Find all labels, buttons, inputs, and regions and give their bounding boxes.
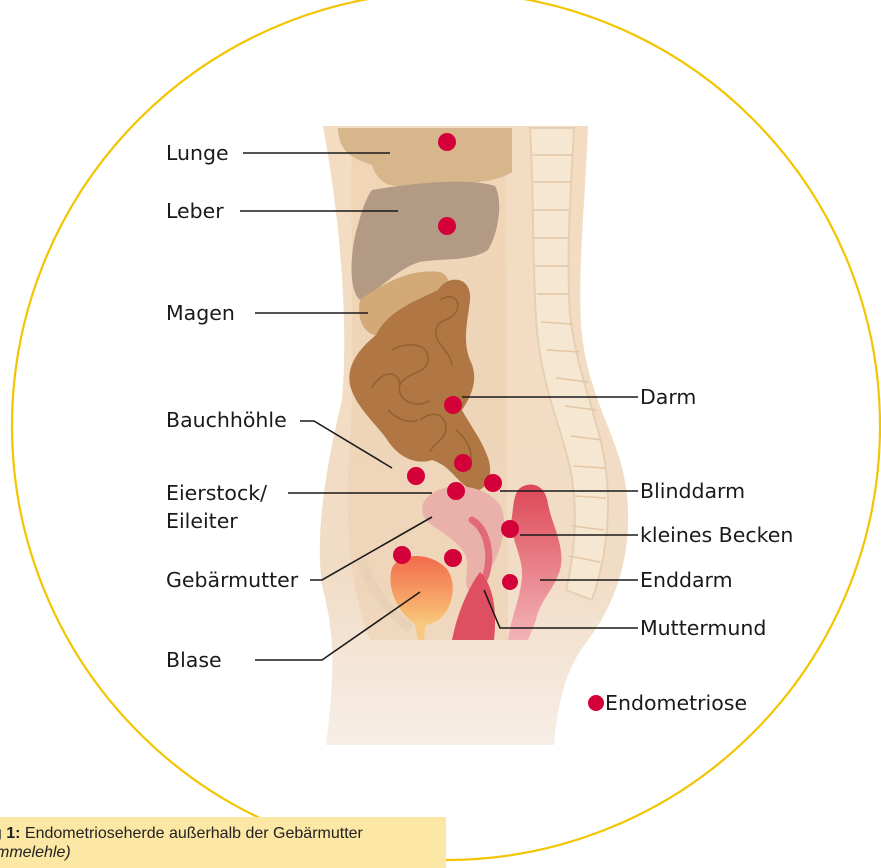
- label-eierstock-line2: Eileiter: [166, 509, 238, 533]
- lesion-dot: [438, 217, 456, 235]
- lesion-dot: [502, 574, 518, 590]
- label-eierstock-line1: Eierstock/: [166, 481, 267, 505]
- caption-subtitle: mmelehle): [0, 843, 438, 862]
- legend-label: Endometriose: [605, 691, 747, 715]
- lesion-dot: [447, 482, 465, 500]
- lesion-dot: [444, 396, 462, 414]
- label-darm: Darm: [640, 385, 696, 409]
- caption-title: g 1:: [0, 825, 20, 842]
- label-blinddarm: Blinddarm: [640, 479, 745, 503]
- label-enddarm: Enddarm: [640, 568, 733, 592]
- lesion-dot: [444, 549, 462, 567]
- lesion-dot: [484, 474, 502, 492]
- legend-marker: [588, 695, 604, 711]
- label-gebaermutter: Gebärmutter: [166, 568, 298, 592]
- label-lunge: Lunge: [166, 141, 229, 165]
- label-leber: Leber: [166, 199, 224, 223]
- lesion-dot: [454, 454, 472, 472]
- label-kleines-becken: kleines Becken: [640, 523, 793, 547]
- lesion-dot: [438, 133, 456, 151]
- lesion-dot: [501, 520, 519, 538]
- figure-caption: g 1: Endometrioseherde außerhalb der Geb…: [0, 817, 446, 868]
- label-bauchhoehle: Bauchhöhle: [166, 408, 287, 432]
- lesion-dot: [407, 467, 425, 485]
- caption-line1: g 1: Endometrioseherde außerhalb der Geb…: [0, 824, 438, 843]
- label-muttermund: Muttermund: [640, 616, 766, 640]
- lesion-dot: [393, 546, 411, 564]
- label-magen: Magen: [166, 301, 235, 325]
- label-blase: Blase: [166, 648, 222, 672]
- caption-text: Endometrioseherde außerhalb der Gebärmut…: [20, 825, 362, 842]
